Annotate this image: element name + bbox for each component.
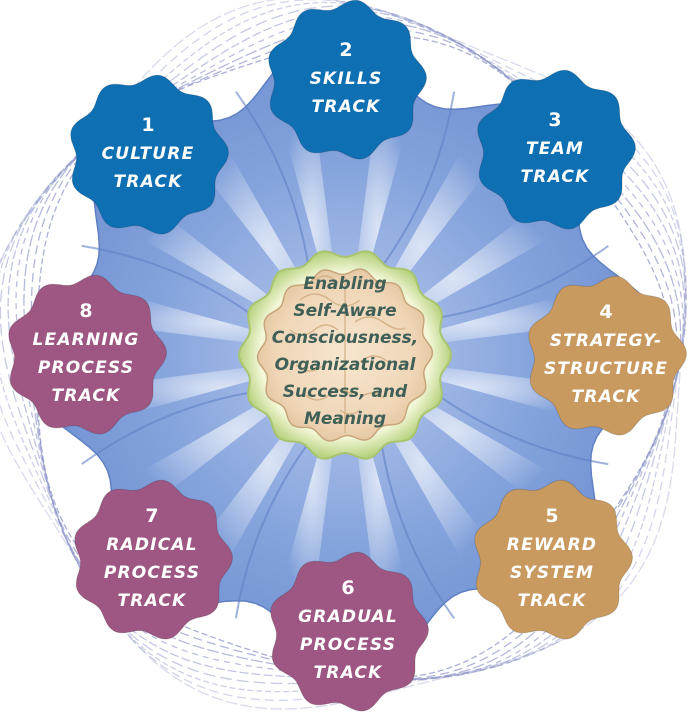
petal-divider	[234, 442, 310, 619]
track-badge-shape	[74, 479, 234, 640]
brain-fold	[354, 316, 406, 330]
track-label-line: TRACK	[572, 387, 642, 407]
track-badge-shape	[8, 274, 168, 435]
swirl-line	[7, 10, 686, 681]
brain-fold	[304, 389, 354, 401]
swirl-line	[0, 0, 686, 710]
brain-fold	[299, 293, 361, 307]
center-text-line: Success, and	[283, 382, 408, 402]
brain-fold	[314, 275, 336, 281]
track-label-line: STRUCTURE	[544, 359, 668, 379]
swirl-line	[0, 0, 687, 701]
track-label-line: STRATEGY-	[550, 331, 663, 351]
brain-fold	[359, 392, 385, 399]
petal-divider	[432, 245, 609, 320]
track-number: 2	[339, 39, 352, 61]
track-number: 7	[145, 505, 158, 527]
brain-fold	[339, 409, 361, 415]
track-number: 1	[141, 114, 154, 136]
petal-divider	[81, 390, 258, 465]
track-number: 8	[79, 300, 92, 322]
track-label-line: GRADUAL	[298, 607, 398, 627]
track-badge-shape	[70, 74, 230, 235]
track-label-line: TRACK	[114, 172, 184, 192]
track-badge-shape	[477, 69, 637, 230]
track-badge-shape	[474, 479, 634, 640]
track-number: 3	[548, 109, 561, 131]
track-label-line: TRACK	[118, 591, 188, 611]
petal-divider	[81, 244, 258, 320]
petal-divider	[235, 91, 310, 268]
track-label-line: TRACK	[521, 167, 591, 187]
track-badges: 1CULTURETRACK2SKILLSTRACK3TEAMTRACK4STRA…	[8, 0, 688, 712]
track-label-line: TEAM	[526, 139, 584, 159]
brain-fold	[295, 364, 325, 372]
track-badge-shape	[270, 551, 430, 712]
petal-divider	[380, 91, 456, 268]
track-label-line: RADICAL	[106, 535, 198, 555]
track-label-line: TRACK	[52, 386, 122, 406]
petal-divider	[380, 442, 455, 619]
swirl-line	[15, 15, 684, 681]
center-text-line: Organizational	[275, 355, 417, 375]
petal-divider	[432, 390, 609, 466]
swirl-line	[36, 35, 674, 679]
track-label-line: PROCESS	[104, 563, 200, 583]
swirl-line	[0, 1, 687, 693]
track-badge-shape	[528, 275, 688, 436]
center-text-line: Enabling	[303, 274, 386, 294]
brain-fold	[359, 355, 389, 363]
center-text-line: Meaning	[304, 409, 386, 429]
track-label-line: CULTURE	[102, 144, 195, 164]
track-label-line: TRACK	[518, 591, 588, 611]
brain-fold	[289, 324, 339, 336]
track-label-line: LEARNING	[32, 330, 139, 350]
track-label-line: SKILLS	[310, 69, 383, 89]
track-number: 4	[599, 301, 612, 323]
center-text-line: Consciousness,	[272, 328, 419, 348]
track-label-line: TRACK	[312, 97, 382, 117]
track-badge-shape	[268, 0, 428, 160]
track-label-line: TRACK	[314, 663, 384, 683]
track-label-line: SYSTEM	[510, 563, 594, 583]
track-label-line: PROCESS	[38, 358, 134, 378]
track-number: 6	[341, 577, 354, 599]
track-number: 5	[545, 505, 558, 527]
center-text-line: Self-Aware	[293, 301, 396, 321]
track-label-line: PROCESS	[300, 635, 396, 655]
track-label-line: REWARD	[507, 535, 597, 555]
